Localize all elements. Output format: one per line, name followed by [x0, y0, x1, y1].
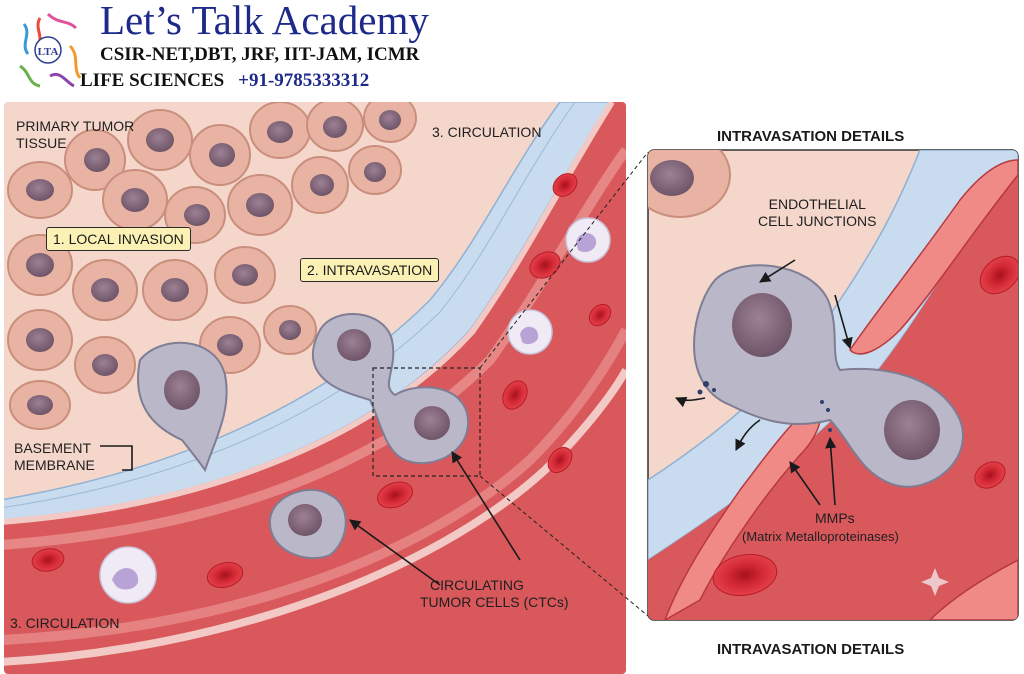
inset-title-top: INTRAVASATION DETAILS [717, 128, 905, 145]
mmps-full-label: (Matrix Metalloproteinases) [742, 529, 899, 544]
primary-tumor-line2: TISSUE [16, 135, 67, 151]
ctc-label: CIRCULATING TUMOR CELLS (CTCs) [420, 577, 569, 611]
arrow-icon [825, 436, 837, 506]
arrow-icon [759, 259, 796, 283]
arrow-icon [349, 519, 441, 586]
invading-tumor-cell [137, 341, 228, 473]
primary-tumor-label: PRIMARY TUMOR TISSUE [16, 118, 134, 152]
arrow-icon [834, 294, 853, 350]
intravasation-label: 2. INTRAVASATION [300, 258, 440, 282]
inset-title-bottom: INTRAVASATION DETAILS [717, 641, 905, 658]
zoom-connector-lines [479, 151, 649, 617]
circulation-top-label: 3. CIRCULATION [432, 124, 542, 140]
circulating-tumor-cell [268, 488, 347, 560]
red-blood-cells [31, 173, 612, 588]
intravasation-inset [647, 149, 1019, 621]
brand-line3: LIFE SCIENCES +91-9785333312 [80, 70, 369, 92]
basement-line1: BASEMENT [14, 440, 92, 456]
primary-tumor-line1: PRIMARY TUMOR [16, 118, 135, 134]
white-blood-cells [99, 217, 611, 604]
arrow-icon [735, 419, 761, 452]
brand-header: LTA Let’s Talk Academy CSIR-NET,DBT, JRF… [0, 0, 520, 100]
endothelial-junctions-label: ENDOTHELIAL CELL JUNCTIONS [758, 196, 877, 230]
endothelial-line2: CELL JUNCTIONS [758, 213, 877, 229]
basement-line2: MEMBRANE [14, 457, 95, 473]
basement-membrane-label: BASEMENT MEMBRANE [14, 440, 95, 474]
pointer-arrows [100, 445, 521, 586]
tumor-cells [7, 102, 417, 430]
intravasating-tumor-cell [312, 313, 470, 465]
mmps-label: MMPs [815, 510, 855, 526]
brand-title: Let’s Talk Academy [100, 0, 429, 43]
ctc-line1: CIRCULATING [430, 577, 524, 593]
logo-text: LTA [38, 46, 59, 58]
arrow-icon [789, 461, 821, 506]
ctc-line2: TUMOR CELLS (CTCs) [420, 594, 569, 610]
brand-life-sciences: LIFE SCIENCES [80, 70, 225, 91]
endothelial-line1: ENDOTHELIAL [768, 196, 866, 212]
arrow-icon [674, 396, 706, 408]
sparkle-icon [921, 568, 949, 596]
arrow-icon [451, 451, 521, 561]
local-invasion-label: 1. LOCAL INVASION [46, 227, 191, 251]
lta-logo-icon: LTA [19, 12, 82, 88]
circulation-bottom-label: 3. CIRCULATION [10, 615, 120, 631]
main-panel [4, 102, 626, 674]
brand-subtitle: CSIR-NET,DBT, JRF, IIT-JAM, ICMR [100, 44, 420, 65]
brand-phone: +91-9785333312 [238, 70, 370, 91]
zoom-region-box [372, 367, 481, 477]
